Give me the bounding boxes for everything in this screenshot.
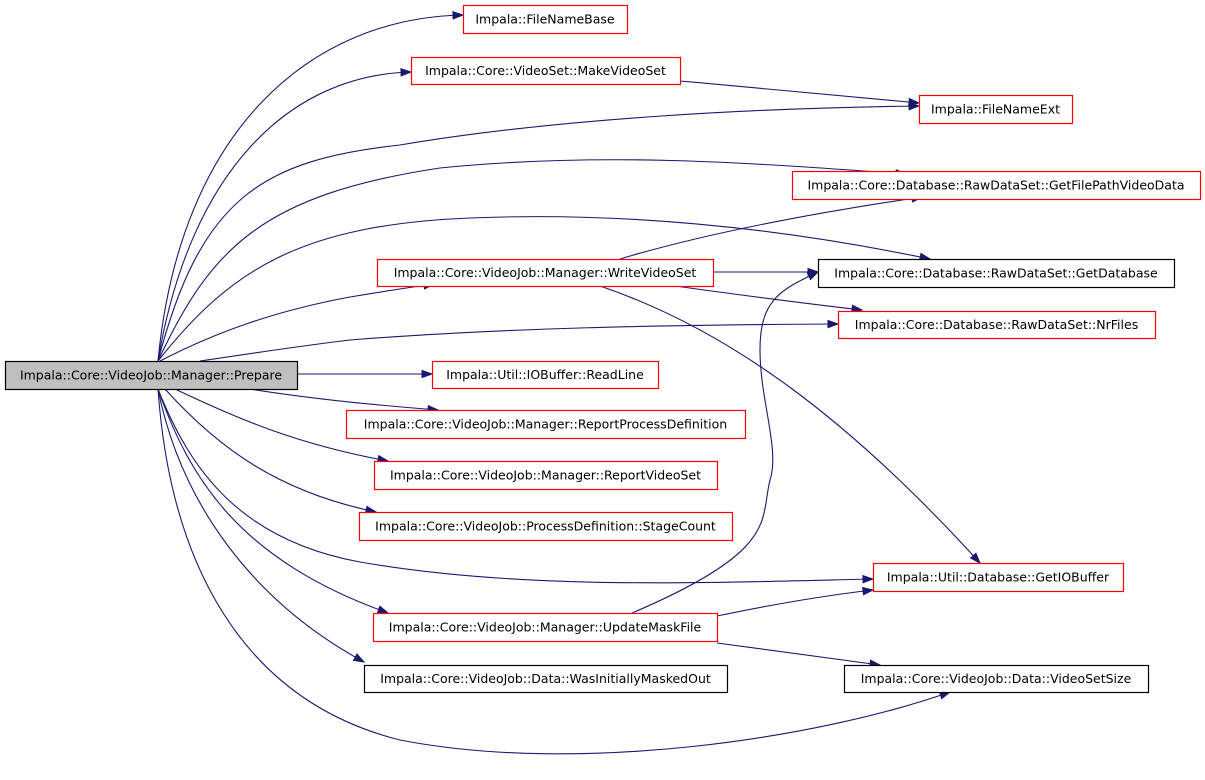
node-box-videosetsize	[843, 664, 1150, 694]
node-label-videosetsize: Impala::Core::VideoJob::Data::VideoSetSi…	[861, 671, 1132, 686]
node-label-nrfiles: Impala::Core::Database::RawDataSet::NrFi…	[855, 317, 1138, 332]
node-box-reportvideoset	[373, 460, 719, 491]
node-label-getiobuffer: Impala::Util::Database::GetIOBuffer	[887, 570, 1110, 585]
arrowhead-updatemask-getiobuffer	[862, 586, 875, 596]
node-getiobuffer[interactable]: Impala::Util::Database::GetIOBuffer	[872, 562, 1125, 593]
arrowhead-makevideoset-filenameext	[908, 97, 921, 107]
node-box-writevideoset	[376, 258, 715, 288]
node-box-getdatabase	[817, 258, 1176, 289]
node-box-reportprocdef	[345, 409, 747, 440]
node-filenamebase[interactable]: Impala::FileNameBase	[462, 4, 629, 35]
edge-prepare-filenamebase	[157, 14, 464, 362]
edge-prepare-getiobuffer	[157, 388, 874, 584]
arrowhead-prepare-nrfiles	[827, 319, 840, 329]
node-filenameext[interactable]: Impala::FileNameExt	[918, 94, 1074, 125]
edge-prepare-videosetsize	[157, 388, 951, 755]
edge-prepare-makevideoset	[157, 71, 412, 362]
node-videosetsize[interactable]: Impala::Core::VideoJob::Data::VideoSetSi…	[843, 664, 1150, 694]
edge-writevideoset-nrfiles	[674, 285, 863, 311]
edges-layer	[157, 10, 981, 755]
edge-prepare-wasmasked	[157, 388, 365, 663]
node-box-prepare	[4, 360, 299, 391]
edge-writevideoset-getiobuffer	[599, 285, 981, 564]
node-box-stagecount	[358, 511, 734, 542]
node-box-makevideoset	[410, 56, 682, 86]
edge-prepare-nrfiles	[199, 323, 839, 362]
node-label-prepare: Impala::Core::VideoJob::Manager::Prepare	[20, 368, 282, 383]
node-getfilepath[interactable]: Impala::Core::Database::RawDataSet::GetF…	[791, 170, 1202, 201]
node-label-getfilepath: Impala::Core::Database::RawDataSet::GetF…	[807, 178, 1184, 193]
arrowhead-prepare-getiobuffer	[862, 574, 875, 584]
node-box-wasmasked	[363, 664, 729, 694]
arrowhead-prepare-makevideoset	[400, 68, 413, 77]
node-readline[interactable]: Impala::Util::IOBuffer::ReadLine	[431, 360, 660, 390]
node-box-getiobuffer	[872, 562, 1125, 593]
node-updatemask[interactable]: Impala::Core::VideoJob::Manager::UpdateM…	[372, 612, 719, 643]
edge-writevideoset-getfilepath	[619, 196, 923, 260]
node-reportprocdef[interactable]: Impala::Core::VideoJob::Manager::ReportP…	[345, 409, 747, 440]
edge-prepare-stagecount	[164, 388, 377, 513]
edge-updatemask-getiobuffer	[716, 589, 874, 617]
node-box-readline	[431, 360, 660, 390]
node-getdatabase[interactable]: Impala::Core::Database::RawDataSet::GetD…	[817, 258, 1176, 289]
node-box-filenamebase	[462, 4, 629, 35]
edge-prepare-writevideoset	[159, 283, 435, 362]
node-box-nrfiles	[837, 310, 1157, 340]
nodes-layer: Impala::Core::VideoJob::Manager::Prepare…	[4, 4, 1202, 694]
node-label-reportprocdef: Impala::Core::VideoJob::Manager::ReportP…	[364, 417, 727, 432]
node-label-stagecount: Impala::Core::VideoJob::ProcessDefinitio…	[375, 519, 716, 534]
edge-prepare-getdatabase	[157, 216, 931, 362]
node-label-reportvideoset: Impala::Core::VideoJob::Manager::ReportV…	[390, 468, 701, 483]
arrowhead-prepare-updatemask	[376, 605, 390, 614]
edge-updatemask-getdatabase	[631, 271, 819, 614]
node-prepare[interactable]: Impala::Core::VideoJob::Manager::Prepare	[4, 360, 299, 391]
node-box-filenameext	[918, 94, 1074, 125]
node-wasmasked[interactable]: Impala::Core::VideoJob::Data::WasInitial…	[363, 664, 729, 694]
arrowhead-writevideoset-getiobuffer	[969, 552, 981, 565]
node-label-wasmasked: Impala::Core::VideoJob::Data::WasInitial…	[380, 671, 711, 686]
node-label-filenameext: Impala::FileNameExt	[931, 102, 1060, 117]
edge-updatemask-videosetsize	[716, 642, 881, 666]
arrowhead-updatemask-getdatabase	[806, 271, 820, 281]
edge-prepare-filenameext	[157, 105, 920, 362]
node-nrfiles[interactable]: Impala::Core::Database::RawDataSet::NrFi…	[837, 310, 1157, 340]
node-label-getdatabase: Impala::Core::Database::RawDataSet::GetD…	[834, 266, 1158, 281]
arrowhead-prepare-filenamebase	[452, 10, 465, 20]
node-label-updatemask: Impala::Core::VideoJob::Manager::UpdateM…	[389, 620, 702, 635]
arrowhead-prepare-readline	[421, 369, 434, 379]
node-label-readline: Impala::Util::IOBuffer::ReadLine	[446, 367, 644, 382]
node-makevideoset[interactable]: Impala::Core::VideoSet::MakeVideoSet	[410, 56, 682, 86]
node-label-writevideoset: Impala::Core::VideoJob::Manager::WriteVi…	[394, 265, 697, 280]
node-box-getfilepath	[791, 170, 1202, 201]
node-stagecount[interactable]: Impala::Core::VideoJob::ProcessDefinitio…	[358, 511, 734, 542]
edge-prepare-updatemask	[157, 388, 389, 614]
edge-makevideoset-filenameext	[679, 80, 920, 104]
node-reportvideoset[interactable]: Impala::Core::VideoJob::Manager::ReportV…	[373, 460, 719, 491]
edge-prepare-getfilepath	[157, 159, 907, 362]
edge-prepare-reportvideoset	[174, 388, 389, 462]
node-label-filenamebase: Impala::FileNameBase	[475, 12, 615, 27]
node-label-makevideoset: Impala::Core::VideoSet::MakeVideoSet	[425, 63, 666, 78]
arrowhead-prepare-wasmasked	[352, 653, 366, 663]
node-box-updatemask	[372, 612, 719, 643]
node-writevideoset[interactable]: Impala::Core::VideoJob::Manager::WriteVi…	[376, 258, 715, 288]
edge-prepare-reportprocdef	[249, 388, 439, 411]
